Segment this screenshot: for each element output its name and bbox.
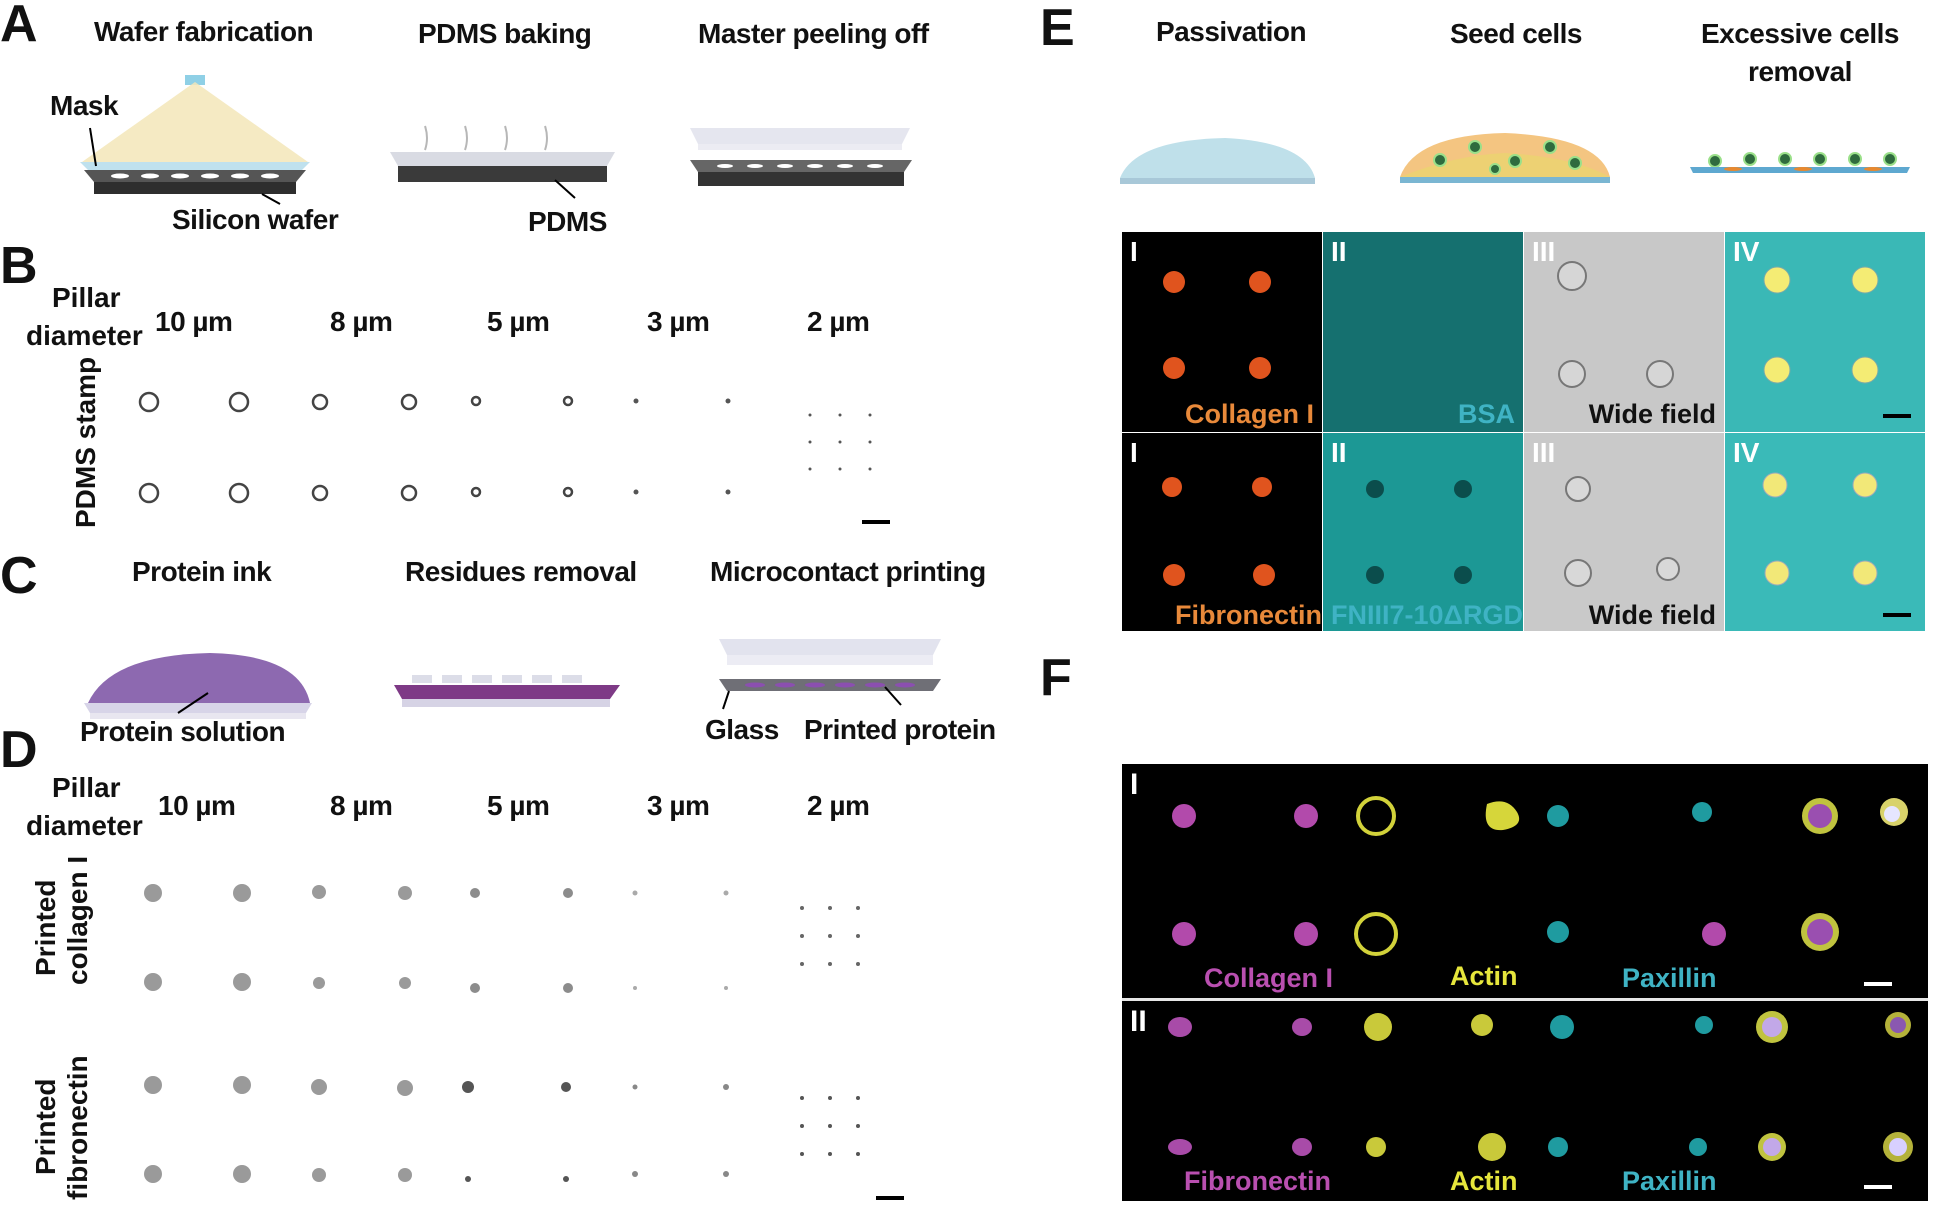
panel-label-c: C bbox=[0, 547, 38, 605]
size-5um: 5 µm bbox=[487, 306, 550, 337]
label-pillar: Pillar bbox=[52, 282, 121, 313]
tile-fibronectin: I Fibronectin bbox=[1122, 433, 1322, 631]
label-actin-f1: Actin bbox=[1450, 961, 1518, 991]
tile-wide-field-2: III Wide field bbox=[1524, 433, 1724, 631]
step-pdms-baking: PDMS baking bbox=[418, 18, 592, 49]
master-peeling-illustration bbox=[690, 128, 912, 186]
tile-overlay-2: IV bbox=[1725, 433, 1925, 631]
size-3um: 3 µm bbox=[647, 306, 710, 337]
size-5um-d: 5 µm bbox=[487, 790, 550, 821]
label-diameter-d: diameter bbox=[26, 810, 143, 841]
size-8um: 8 µm bbox=[330, 306, 393, 337]
panel-label-d: D bbox=[0, 721, 38, 779]
wafer-fabrication-illustration bbox=[80, 75, 310, 205]
tile-collagen-i: I Collagen I bbox=[1122, 232, 1322, 432]
scale-bar bbox=[1864, 982, 1892, 986]
label-pillar-d: Pillar bbox=[52, 772, 121, 803]
scale-bar bbox=[876, 1196, 904, 1200]
roman-ii: II bbox=[1331, 236, 1347, 267]
label-fibronectin-f: Fibronectin bbox=[1184, 1166, 1331, 1196]
passivation-illustration bbox=[1120, 138, 1315, 184]
pdms-baking-illustration bbox=[390, 125, 615, 199]
label-printed-collagen-line2: collagen I bbox=[62, 855, 93, 985]
pdms-stamp-micrographs bbox=[138, 391, 872, 504]
tile-bsa: II BSA bbox=[1323, 232, 1523, 432]
label-collagen-i: Collagen I bbox=[1184, 399, 1314, 429]
tile-wide-field: III Wide field bbox=[1524, 232, 1724, 432]
label-pdms-stamp: PDMS stamp bbox=[70, 356, 101, 528]
roman-iv: IV bbox=[1733, 236, 1760, 267]
panel-f-collagen-row: I Collagen I Actin Paxillin bbox=[1122, 764, 1928, 998]
step-protein-ink: Protein ink bbox=[132, 556, 272, 587]
tile-overlay: IV bbox=[1725, 232, 1925, 432]
scale-bar bbox=[862, 520, 890, 524]
label-printed-protein: Printed protein bbox=[804, 714, 996, 745]
roman-ii: II bbox=[1130, 1005, 1147, 1038]
roman-iii: III bbox=[1532, 437, 1556, 468]
step-residues-removal: Residues removal bbox=[405, 556, 637, 587]
label-actin-f2: Actin bbox=[1450, 1166, 1518, 1196]
label-wide-field: Wide field bbox=[1588, 399, 1716, 429]
panel-label-a: A bbox=[0, 0, 38, 53]
roman-i: I bbox=[1130, 236, 1138, 267]
panel-label-f: F bbox=[1040, 649, 1072, 707]
panel-label-b: B bbox=[0, 237, 38, 295]
label-wide-field-2: Wide field bbox=[1588, 600, 1716, 630]
roman-iii: III bbox=[1532, 236, 1556, 267]
label-paxillin-f1: Paxillin bbox=[1622, 963, 1717, 993]
step-removal: removal bbox=[1748, 56, 1852, 87]
residues-removal-illustration bbox=[394, 675, 620, 707]
roman-i: I bbox=[1130, 437, 1138, 468]
size-10um-d: 10 µm bbox=[158, 790, 236, 821]
size-2um: 2 µm bbox=[807, 306, 870, 337]
panel-f-fibronectin-row: II Fibronectin Actin Paxillin bbox=[1122, 1001, 1928, 1201]
roman-i: I bbox=[1130, 768, 1139, 801]
step-seed-cells: Seed cells bbox=[1450, 18, 1582, 49]
cells-removal-illustration bbox=[1690, 152, 1910, 173]
step-master-peeling: Master peeling off bbox=[698, 18, 929, 49]
roman-ii: II bbox=[1331, 437, 1347, 468]
step-passivation: Passivation bbox=[1156, 16, 1307, 47]
label-diameter: diameter bbox=[26, 320, 143, 351]
divider bbox=[1122, 998, 1928, 1001]
protein-ink-illustration bbox=[84, 653, 312, 719]
microcontact-printing-illustration bbox=[719, 639, 941, 710]
step-microcontact-printing: Microcontact printing bbox=[710, 556, 986, 587]
panel-label-e: E bbox=[1040, 0, 1075, 57]
scale-bar bbox=[1864, 1185, 1892, 1189]
step-wafer-fabrication: Wafer fabrication bbox=[94, 16, 314, 47]
seed-cells-illustration bbox=[1400, 133, 1610, 183]
printed-collagen-micrographs bbox=[144, 884, 860, 993]
label-glass: Glass bbox=[705, 714, 779, 745]
size-3um-d: 3 µm bbox=[647, 790, 710, 821]
label-fniii7-10-rgd: FNIII7-10ΔRGD bbox=[1331, 600, 1523, 630]
step-excessive-cells: Excessive cells bbox=[1700, 18, 1900, 49]
label-printed-collagen-line1: Printed bbox=[30, 879, 61, 976]
label-bsa: BSA bbox=[1457, 399, 1515, 429]
label-protein-solution: Protein solution bbox=[80, 716, 286, 747]
scale-bar bbox=[1883, 414, 1911, 418]
label-printed-fibronectin-line1: Printed bbox=[30, 1078, 61, 1175]
label-pdms: PDMS bbox=[528, 206, 607, 237]
label-collagen-i-f: Collagen I bbox=[1204, 963, 1334, 993]
label-fibronectin: Fibronectin bbox=[1175, 600, 1322, 630]
label-paxillin-f2: Paxillin bbox=[1622, 1166, 1717, 1196]
printed-fibronectin-micrographs bbox=[144, 1076, 860, 1183]
size-2um-d: 2 µm bbox=[807, 790, 870, 821]
label-mask: Mask bbox=[50, 90, 119, 121]
label-silicon-wafer: Silicon wafer bbox=[172, 204, 339, 235]
label-printed-fibronectin-line2: fibronectin bbox=[62, 1055, 93, 1200]
scale-bar bbox=[1883, 613, 1911, 617]
tile-fniii: II FNIII7-10ΔRGD bbox=[1323, 433, 1523, 631]
size-10um: 10 µm bbox=[155, 306, 233, 337]
size-8um-d: 8 µm bbox=[330, 790, 393, 821]
roman-iv: IV bbox=[1733, 437, 1760, 468]
